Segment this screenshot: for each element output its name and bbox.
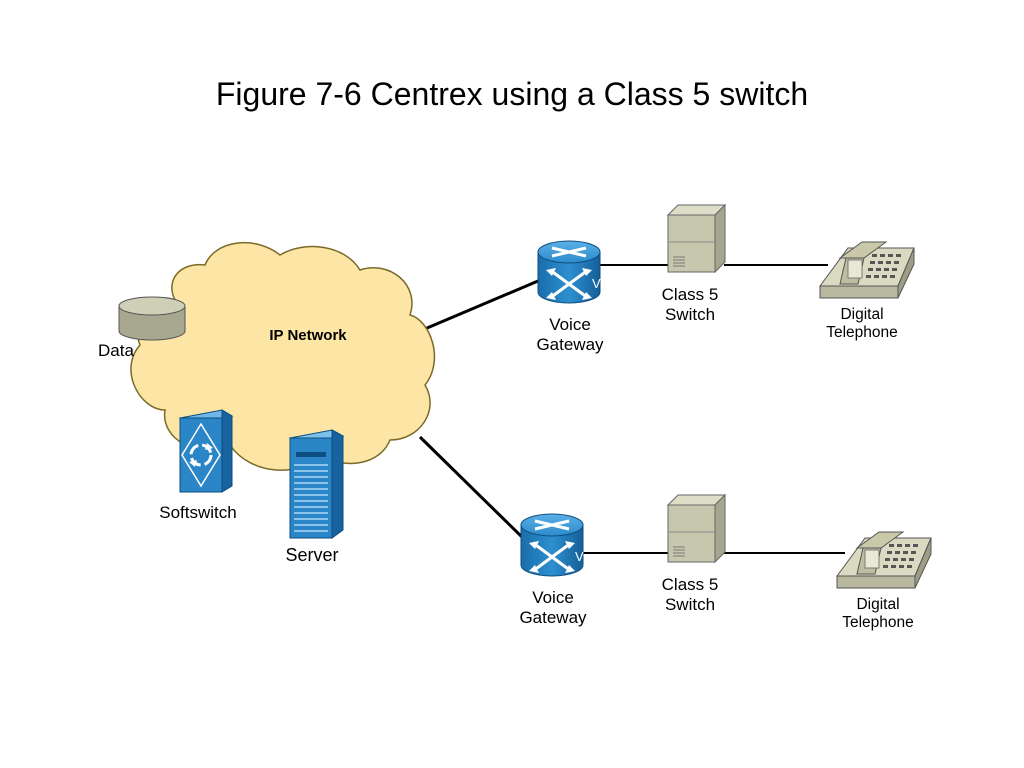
data-label: Data (98, 341, 134, 360)
class5-switch-top-icon (666, 203, 727, 274)
digital-telephone-bottom-icon (836, 531, 932, 589)
class5-switch-bottom-label: Class 5 Switch (645, 575, 735, 614)
link-cloud-gateway-top (419, 279, 539, 333)
voice-gateway-bottom-label: Voice Gateway (508, 588, 598, 627)
voice-gateway-top-line2: Gateway (536, 334, 604, 354)
voice-gateway-top-icon: V (537, 240, 601, 304)
digital-telephone-bottom-line2: Telephone (842, 613, 914, 631)
digital-telephone-bottom-label: Digital Telephone (828, 596, 928, 632)
digital-telephone-top-label: Digital Telephone (812, 306, 912, 342)
class5-switch-bottom-line1: Class 5 (661, 575, 719, 594)
ip-network-cloud (130, 241, 436, 471)
softswitch-label: Softswitch (159, 503, 237, 522)
server-icon (288, 429, 345, 539)
digital-telephone-top-icon (819, 241, 915, 299)
class5-switch-top-label: Class 5 Switch (645, 285, 735, 324)
link-cloud-gateway-bottom (418, 435, 525, 540)
gateway-badge-bottom: V (575, 549, 584, 564)
voice-gateway-bottom-line2: Gateway (519, 607, 587, 627)
voice-gateway-top-label: Voice Gateway (525, 315, 615, 354)
digital-telephone-top-line1: Digital (840, 306, 884, 323)
class5-switch-bottom-line2: Switch (664, 594, 716, 614)
database-icon (118, 296, 186, 341)
class5-switch-bottom-icon (666, 493, 727, 564)
ip-network-label: IP Network (269, 327, 347, 344)
voice-gateway-top-line1: Voice (549, 315, 591, 334)
softswitch-icon (178, 409, 234, 493)
gateway-badge-top: V (592, 276, 601, 291)
server-label: Server (285, 545, 339, 565)
digital-telephone-top-line2: Telephone (826, 323, 898, 341)
diagram-title: Figure 7-6 Centrex using a Class 5 switc… (215, 76, 809, 112)
class5-switch-top-line1: Class 5 (661, 285, 719, 304)
digital-telephone-bottom-line1: Digital (856, 596, 900, 613)
class5-switch-top-line2: Switch (664, 304, 716, 324)
connections (418, 264, 845, 554)
voice-gateway-bottom-icon: V (520, 513, 584, 577)
voice-gateway-bottom-line1: Voice (532, 588, 574, 607)
